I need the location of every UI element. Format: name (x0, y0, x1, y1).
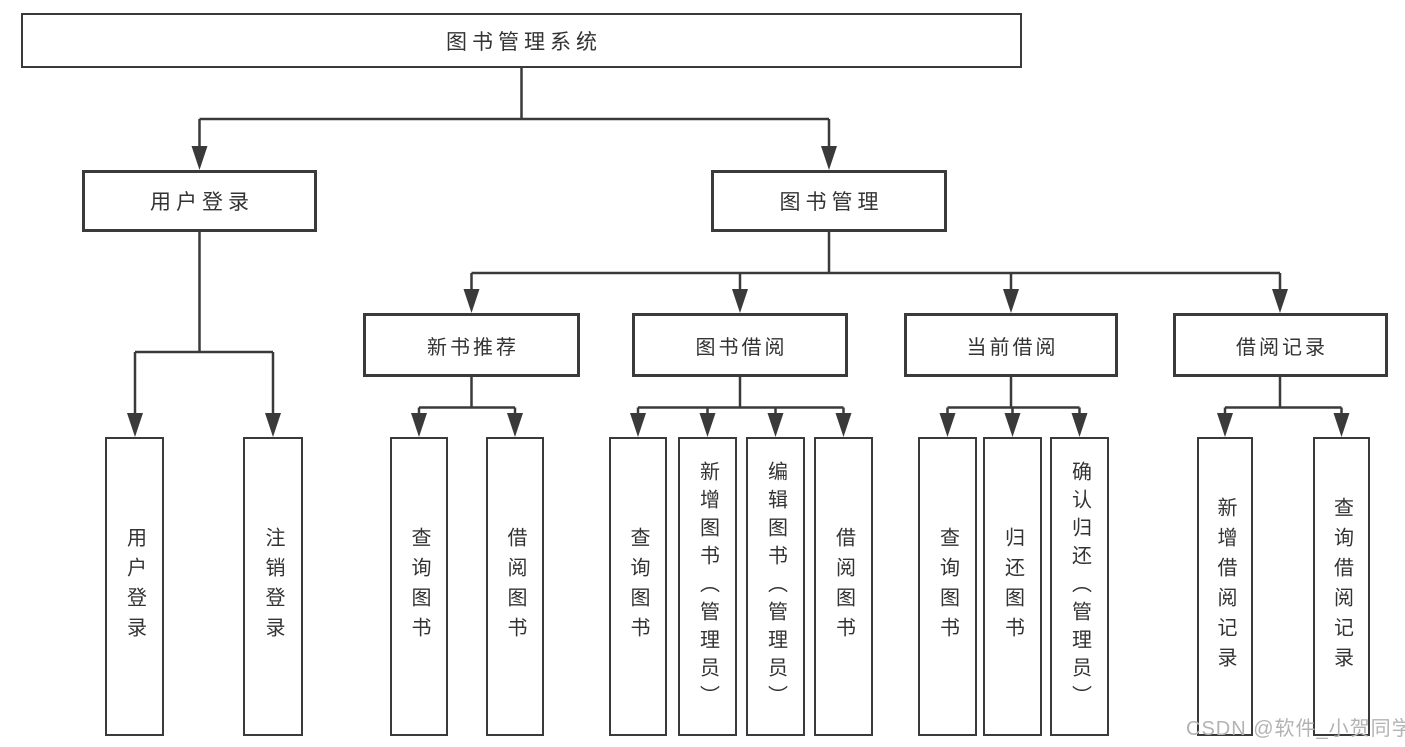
node-current-borrowing-label: 当前借阅 (966, 336, 1059, 359)
leaf-current-query-books: 查询图书 (918, 437, 977, 736)
node-book-management: 图书管理 (711, 170, 947, 232)
leaf-current-confirm-return-admin: 确认归还（管理员） (1050, 437, 1109, 736)
leaf-borrowing-add-books-admin: 新增图书（管理员） (678, 437, 737, 736)
node-book-borrowing-label: 图书借阅 (695, 336, 788, 359)
leaf-current-return-books: 归还图书 (983, 437, 1042, 736)
leaf-logout: 注销登录 (243, 437, 303, 736)
leaf-borrowing-edit-books-admin: 编辑图书（管理员） (746, 437, 805, 736)
leaf-borrowing-borrow-books: 借阅图书 (814, 437, 873, 736)
node-book-borrowing: 图书借阅 (632, 313, 848, 377)
node-borrowing-records: 借阅记录 (1173, 313, 1388, 377)
leaf-recommend-query-books: 查询图书 (390, 437, 448, 736)
watermark-text: CSDN @软件_小贺同学 (1186, 718, 1405, 740)
root-title: 图书管理系统 (446, 30, 602, 54)
node-book-management-label: 图书管理 (779, 191, 884, 214)
leaf-borrowing-query-books: 查询图书 (609, 437, 667, 736)
node-user-login-label: 用户登录 (150, 191, 254, 214)
node-current-borrowing: 当前借阅 (904, 313, 1118, 377)
leaf-records-add-record: 新增借阅记录 (1197, 437, 1253, 736)
leaf-recommend-borrow-books: 借阅图书 (486, 437, 544, 736)
node-library-management-system: 图书管理系统 (21, 13, 1022, 68)
leaf-records-query-record: 查询借阅记录 (1313, 437, 1370, 736)
arrowheads (127, 146, 1350, 437)
node-new-book-recommend: 新书推荐 (363, 313, 580, 377)
node-user-login: 用户登录 (82, 170, 317, 232)
node-borrowing-records-label: 借阅记录 (1236, 336, 1328, 359)
leaf-user-login: 用户登录 (105, 437, 164, 736)
node-new-book-recommend-label: 新书推荐 (427, 336, 519, 359)
